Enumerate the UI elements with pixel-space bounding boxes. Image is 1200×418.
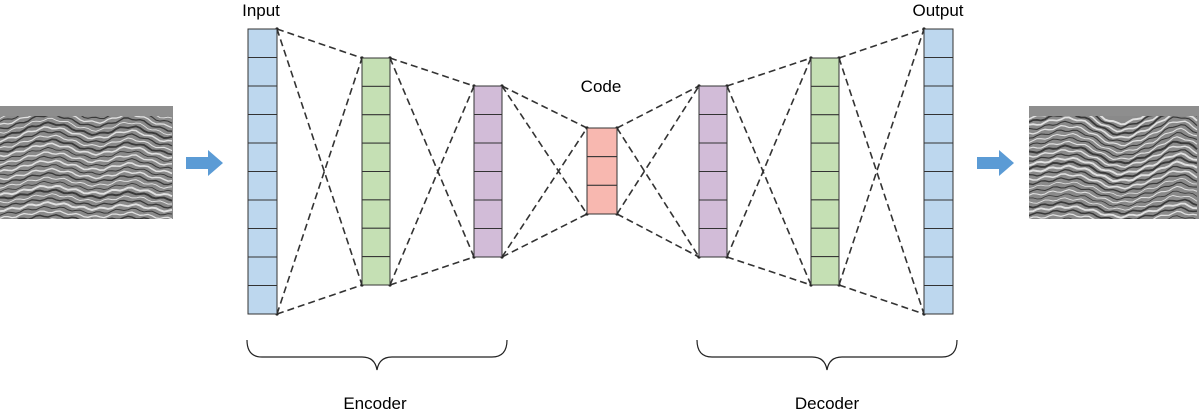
layer-cell bbox=[923, 28, 954, 58]
layer-cell bbox=[361, 142, 391, 173]
connection-line bbox=[276, 284, 363, 315]
connection-line bbox=[389, 85, 475, 286]
connection-line bbox=[389, 57, 475, 87]
connection-line bbox=[501, 85, 588, 215]
output-layer bbox=[923, 28, 954, 315]
input-seismic-image bbox=[0, 106, 173, 219]
decoder-brace bbox=[696, 339, 958, 371]
connection-line bbox=[726, 57, 812, 87]
layer-cell bbox=[810, 171, 840, 201]
layer-cell bbox=[923, 114, 954, 144]
layer-cell bbox=[923, 256, 954, 286]
connection-line bbox=[616, 85, 700, 129]
layer-cell bbox=[698, 114, 728, 144]
layer-cell bbox=[810, 57, 840, 87]
layer-cell bbox=[923, 171, 954, 201]
layer-cell bbox=[810, 114, 840, 144]
layer-cell bbox=[247, 256, 278, 286]
layer-cell bbox=[473, 142, 503, 172]
layer-cell bbox=[473, 114, 503, 144]
layer-cell bbox=[473, 228, 503, 258]
layer-cell bbox=[361, 256, 391, 286]
connection-line bbox=[276, 28, 363, 286]
layer-cell bbox=[247, 142, 278, 172]
input-layer bbox=[247, 28, 278, 315]
layer-cell bbox=[247, 114, 278, 144]
connection-line bbox=[726, 256, 812, 286]
connection-line bbox=[616, 213, 700, 258]
layer-cell bbox=[810, 142, 840, 173]
layer-cell bbox=[361, 114, 391, 144]
encoder-label: Encoder bbox=[343, 394, 407, 413]
layer-cell bbox=[923, 285, 954, 315]
connection-line bbox=[501, 85, 588, 129]
connection-line bbox=[838, 57, 925, 315]
connection-line bbox=[616, 127, 700, 258]
layer-cell bbox=[810, 256, 840, 286]
input-label: Input bbox=[242, 1, 280, 20]
decoder-label: Decoder bbox=[795, 394, 860, 413]
network-layers bbox=[247, 28, 954, 315]
layer-cell bbox=[923, 228, 954, 258]
layer-cell bbox=[247, 171, 278, 201]
connection-line bbox=[838, 28, 925, 59]
encoder-hidden-layer-2 bbox=[473, 85, 503, 258]
decoder-hidden-layer-1 bbox=[698, 85, 728, 258]
layer-cell bbox=[698, 85, 728, 115]
layer-cell bbox=[247, 228, 278, 258]
layer-cell bbox=[810, 227, 840, 258]
code-layer bbox=[586, 127, 618, 215]
layer-cell bbox=[247, 28, 278, 58]
input-arrow-icon bbox=[186, 150, 223, 176]
layer-cell bbox=[586, 127, 618, 158]
code-label: Code bbox=[581, 77, 622, 96]
layer-cell bbox=[586, 184, 618, 215]
output-seismic-image bbox=[1029, 106, 1199, 219]
encoder-hidden-layer-1 bbox=[361, 57, 391, 286]
layer-cell bbox=[473, 171, 503, 201]
output-arrow-icon bbox=[977, 150, 1014, 176]
layer-cell bbox=[923, 142, 954, 172]
connection-line bbox=[726, 57, 812, 258]
connection-line bbox=[838, 28, 925, 286]
connection-line bbox=[838, 284, 925, 315]
connection-line bbox=[501, 127, 588, 258]
layer-cell bbox=[247, 285, 278, 315]
layer-cell bbox=[247, 199, 278, 229]
layer-cell bbox=[361, 171, 391, 201]
layer-cell bbox=[361, 85, 391, 116]
layer-cell bbox=[698, 228, 728, 258]
connection-line bbox=[389, 57, 475, 258]
layer-cell bbox=[473, 85, 503, 115]
encoder-brace bbox=[246, 339, 508, 371]
connection-line bbox=[616, 85, 700, 215]
connection-line bbox=[389, 256, 475, 286]
layer-cell bbox=[810, 85, 840, 116]
layer-cell bbox=[923, 199, 954, 229]
layer-cell bbox=[923, 57, 954, 87]
layer-cell bbox=[361, 227, 391, 258]
layer-cell bbox=[586, 156, 618, 186]
output-label: Output bbox=[912, 1, 963, 20]
layer-cell bbox=[473, 199, 503, 229]
layer-cell bbox=[923, 85, 954, 115]
decoder-hidden-layer-2 bbox=[810, 57, 840, 286]
layer-cell bbox=[247, 85, 278, 115]
layer-cell bbox=[698, 171, 728, 201]
connection-line bbox=[726, 85, 812, 286]
layer-cell bbox=[361, 199, 391, 229]
connection-line bbox=[501, 213, 588, 258]
layer-connections bbox=[275, 27, 926, 316]
layer-cell bbox=[698, 142, 728, 172]
layer-cell bbox=[810, 199, 840, 229]
layer-cell bbox=[247, 57, 278, 87]
connection-line bbox=[276, 57, 363, 315]
connection-line bbox=[276, 28, 363, 59]
layer-cell bbox=[698, 199, 728, 229]
layer-cell bbox=[361, 57, 391, 87]
